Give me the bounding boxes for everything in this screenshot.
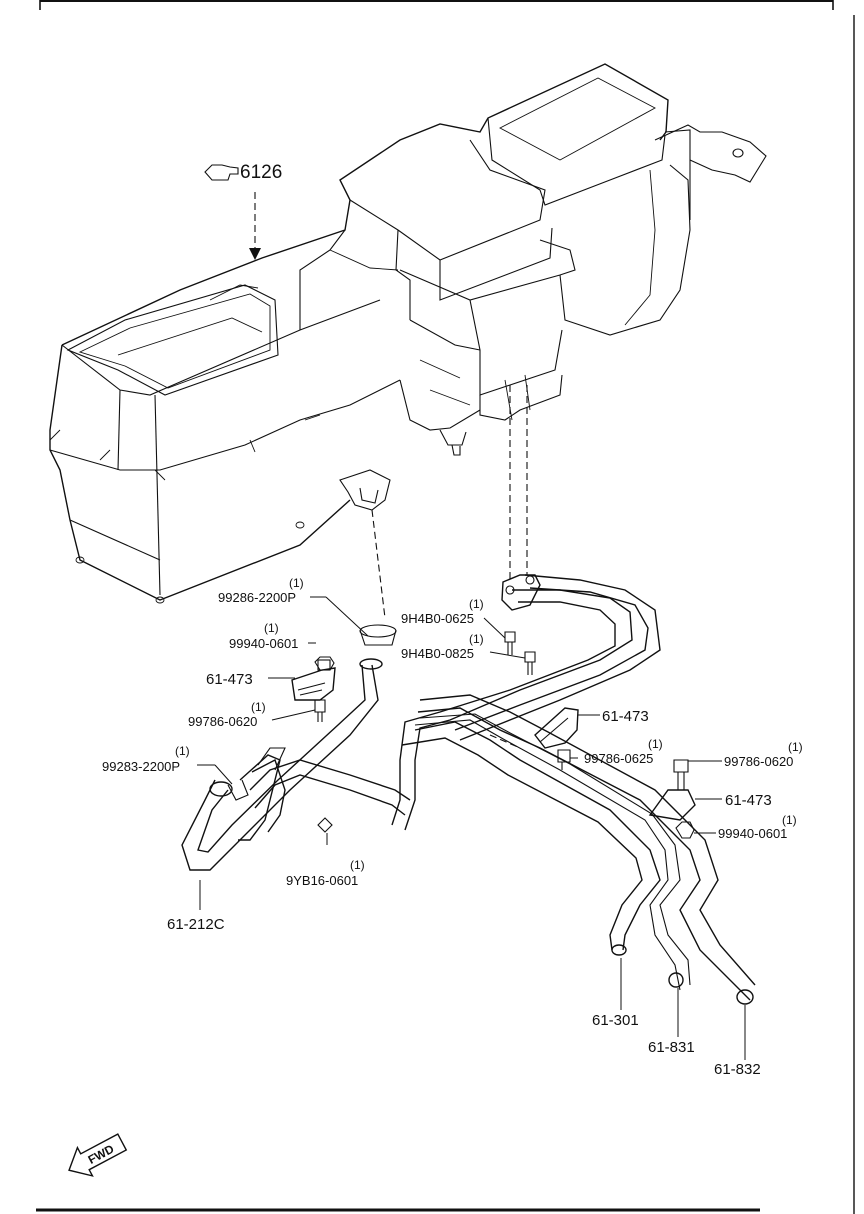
clamp-lower-qty: (1) bbox=[175, 744, 190, 758]
bolt-b-qty: (1) bbox=[469, 632, 484, 646]
frame bbox=[36, 0, 855, 1214]
pointing-hand-icon bbox=[204, 164, 239, 181]
clamp-upper-label[interactable]: 99286-2200P bbox=[218, 590, 296, 605]
assembly-ref-number[interactable]: 6126 bbox=[240, 162, 282, 183]
bolt-center-label[interactable]: 99786-0625 bbox=[584, 751, 653, 766]
bolt-left-label[interactable]: 99786-0620 bbox=[188, 714, 257, 729]
bolt-right-qty: (1) bbox=[788, 740, 803, 754]
nut-left-qty: (1) bbox=[264, 621, 279, 635]
bolt-nut-lower-qty: (1) bbox=[350, 858, 365, 872]
bracket-right-label[interactable]: 61-473 bbox=[725, 792, 772, 809]
bracket-left-label[interactable]: 61-473 bbox=[206, 671, 253, 688]
nut-right-label[interactable]: 99940-0601 bbox=[718, 826, 787, 841]
nut-left-label[interactable]: 99940-0601 bbox=[229, 636, 298, 651]
bolt-left-qty: (1) bbox=[251, 700, 266, 714]
bolt-a-label[interactable]: 9H4B0-0625 bbox=[401, 611, 474, 626]
bolt-right-label[interactable]: 99786-0620 bbox=[724, 754, 793, 769]
heater-unit bbox=[49, 63, 767, 604]
bolt-center-qty: (1) bbox=[648, 737, 663, 751]
pipes bbox=[181, 574, 756, 1005]
pipe-b-label[interactable]: 61-831 bbox=[648, 1039, 695, 1056]
pipe-c-label[interactable]: 61-832 bbox=[714, 1061, 761, 1078]
nut-right-qty: (1) bbox=[782, 813, 797, 827]
alignment-lines bbox=[249, 192, 528, 749]
bolt-nut-lower-label[interactable]: 9YB16-0601 bbox=[286, 873, 358, 888]
bracket-center-label[interactable]: 61-473 bbox=[602, 708, 649, 725]
leader-lines bbox=[197, 596, 746, 1060]
fasteners bbox=[291, 631, 696, 839]
clamp-upper-qty: (1) bbox=[289, 576, 304, 590]
pipe-a-label[interactable]: 61-301 bbox=[592, 1012, 639, 1029]
fwd-direction-arrow: FWD bbox=[68, 1133, 128, 1177]
hose-left-label[interactable]: 61-212C bbox=[167, 916, 225, 933]
clamp-lower-label[interactable]: 99283-2200P bbox=[102, 759, 180, 774]
callout-labels: 6126 (1) 99286-2200P (1) 99940-0601 61-4… bbox=[102, 162, 803, 1078]
bolt-a-qty: (1) bbox=[469, 597, 484, 611]
bolt-b-label[interactable]: 9H4B0-0825 bbox=[401, 646, 474, 661]
